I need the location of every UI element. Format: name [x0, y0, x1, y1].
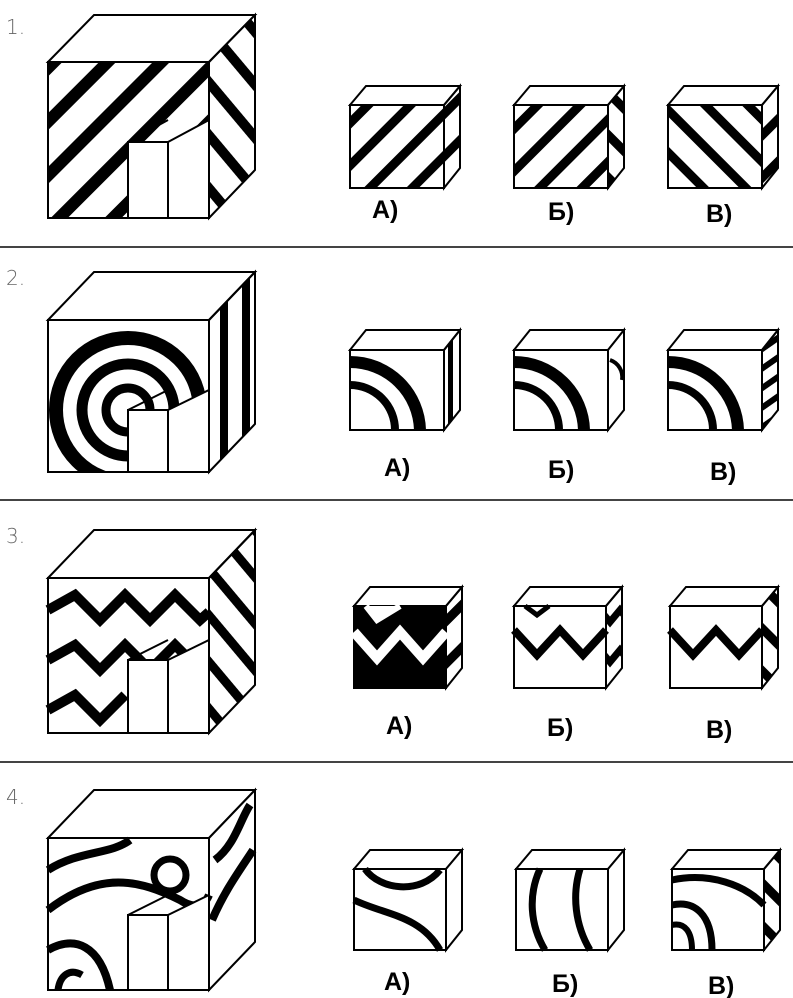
option-label: А)	[384, 968, 410, 996]
reference-cube	[48, 790, 255, 990]
problem-number: 4.	[6, 785, 25, 809]
reference-cube	[48, 272, 255, 482]
option-label: В)	[706, 716, 732, 744]
option-label: В)	[710, 458, 736, 486]
option-label: Б)	[548, 198, 574, 226]
reference-cube	[48, 530, 255, 733]
option-label: Б)	[548, 456, 574, 484]
option-label: А)	[384, 454, 410, 482]
option-label: А)	[386, 712, 412, 740]
option-cube[interactable]	[350, 86, 460, 188]
option-label: Б)	[547, 714, 573, 742]
option-cube[interactable]	[516, 850, 624, 950]
option-cube[interactable]	[668, 86, 778, 188]
option-label: Б)	[552, 970, 578, 998]
option-cube[interactable]	[514, 330, 624, 430]
option-cube[interactable]	[354, 587, 462, 688]
option-cube[interactable]	[670, 587, 778, 688]
option-label: В)	[708, 972, 734, 998]
option-cube[interactable]	[514, 86, 624, 188]
problem-number: 3.	[6, 524, 25, 548]
option-cube[interactable]	[514, 587, 622, 688]
option-label: А)	[372, 196, 398, 224]
problem-number: 2.	[6, 266, 25, 290]
option-cube[interactable]	[350, 330, 460, 430]
reference-cube	[48, 15, 255, 218]
option-cube[interactable]	[668, 330, 778, 430]
option-cube[interactable]	[672, 850, 780, 950]
problem-number: 1.	[6, 15, 25, 39]
option-cube[interactable]	[354, 850, 462, 950]
option-label: В)	[706, 200, 732, 228]
